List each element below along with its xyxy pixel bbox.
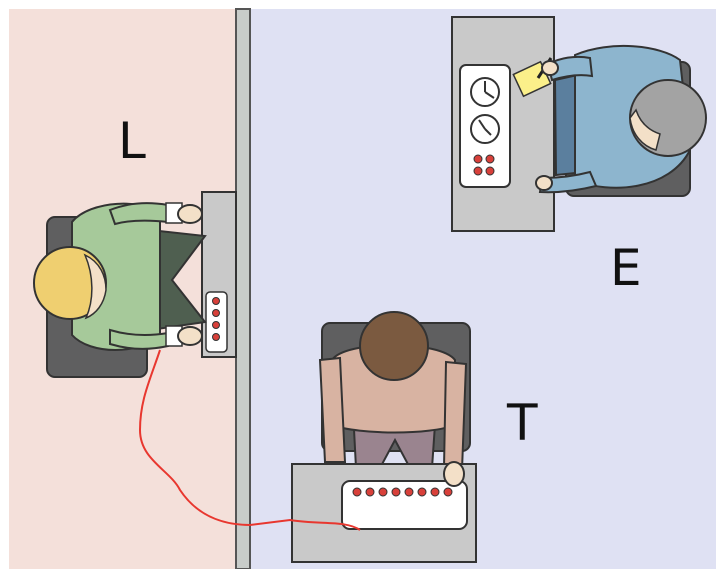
control-button [473, 166, 483, 176]
experimenter-group [451, 16, 707, 232]
dividing-wall [235, 8, 251, 569]
shock-switch [365, 487, 375, 497]
clock-icon [470, 114, 500, 144]
learner-group [33, 191, 237, 378]
answer-button [212, 333, 220, 341]
teacher-head [359, 311, 429, 381]
learner-face [83, 253, 107, 320]
learner-arm-top [108, 202, 169, 226]
teacher-group [291, 311, 477, 563]
shock-generator-switches [352, 487, 453, 497]
teacher-hand [443, 461, 465, 487]
shock-switch [430, 487, 440, 497]
experimenter-face [629, 108, 661, 151]
experimenter-hand [535, 175, 553, 191]
teacher-arm-left [318, 356, 347, 463]
answer-button [212, 321, 220, 329]
answer-button [212, 297, 220, 305]
shock-switch [417, 487, 427, 497]
shock-switch [391, 487, 401, 497]
experimenter-buttons [473, 154, 495, 176]
learner-hand [177, 326, 203, 346]
teacher-label: T [506, 394, 538, 452]
experimenter-arm-top [546, 55, 594, 82]
control-button [473, 154, 483, 164]
experimenter-hand [541, 60, 559, 76]
control-button [485, 154, 495, 164]
learner-label: L [118, 112, 146, 170]
teacher-arm-right [442, 360, 468, 472]
experimenter-head [629, 79, 707, 157]
electrode-wire [138, 349, 361, 531]
control-button [485, 166, 495, 176]
shock-switch [378, 487, 388, 497]
experimenter-arm-bottom [538, 170, 598, 194]
learner-hand [177, 204, 203, 224]
shock-switch [352, 487, 362, 497]
clock-icon [470, 77, 500, 107]
shock-switch [404, 487, 414, 497]
answer-button [212, 309, 220, 317]
experimenter-label: E [610, 239, 642, 297]
shock-switch [443, 487, 453, 497]
